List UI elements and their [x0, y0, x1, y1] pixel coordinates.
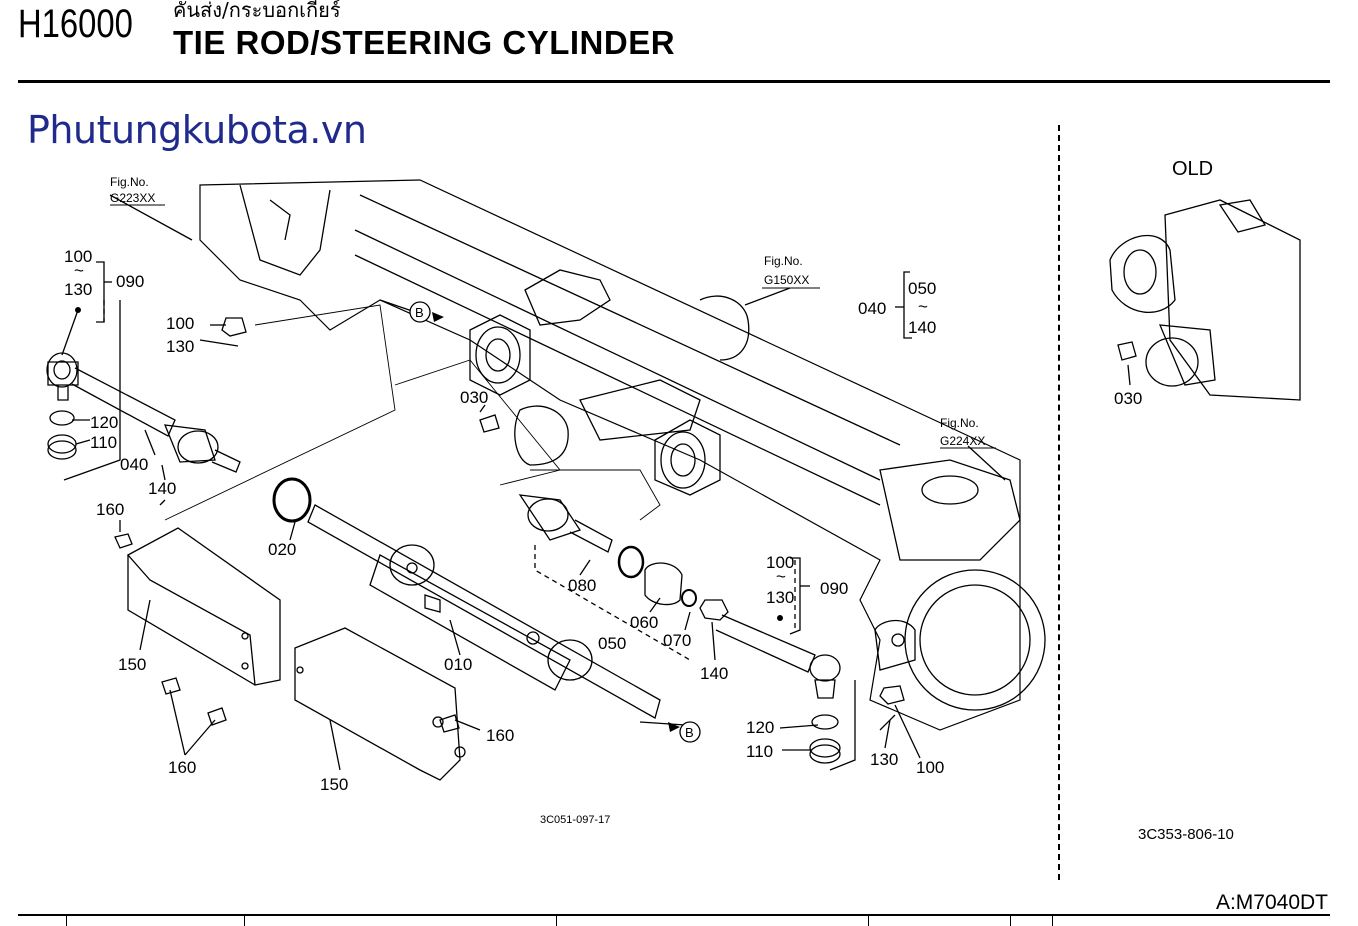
callout-120: 120: [746, 718, 774, 737]
footer-tick: [868, 916, 869, 926]
figref-prefix-g150: Fig.No.: [764, 254, 803, 268]
figref-code-g150: G150XX: [764, 273, 809, 287]
callout-100: 100: [916, 758, 944, 777]
callout-130: 130: [64, 280, 92, 299]
cylinder-cover-right: [294, 627, 466, 781]
footer-tick: [66, 916, 67, 926]
callout-160: 160: [486, 726, 514, 745]
callout-100: 100: [766, 553, 794, 572]
ref-b-label: B: [415, 305, 424, 320]
footer-tick: [244, 916, 245, 926]
callout-140: 140: [700, 664, 728, 683]
footer-tick: [556, 916, 557, 926]
ref-b-label: B: [685, 725, 694, 740]
footer-code: A:M7040DT: [1215, 891, 1328, 914]
callout-150: 150: [320, 775, 348, 794]
callout-030: 030: [460, 388, 488, 407]
callout-060: 060: [630, 613, 658, 632]
footer-rule: [18, 914, 1330, 916]
old-panel-label: OLD: [1172, 158, 1214, 180]
callout-130: 130: [870, 750, 898, 769]
callout-050: 050: [598, 634, 626, 653]
callout-130: 130: [766, 588, 794, 607]
footer-tick: [1052, 916, 1053, 926]
watermark-text: Phutungkubota.vn: [27, 108, 367, 152]
figref-code-g224: G224XX: [940, 434, 985, 448]
figref-prefix-g223: Fig.No.: [110, 175, 149, 189]
old-axle-detail: [1109, 199, 1301, 401]
callout-050: 050: [908, 279, 936, 298]
callout-100: 100: [64, 247, 92, 266]
callout-100: 100: [166, 314, 194, 333]
callout-030-old: 030: [1114, 389, 1142, 408]
callout-120: 120: [90, 413, 118, 432]
callout-110: 110: [90, 433, 117, 452]
callout-090: 090: [820, 579, 848, 598]
cylinder-cover-left: [126, 527, 281, 686]
diagram-code-old: 3C353-806-10: [1138, 826, 1234, 843]
callout-090: 090: [116, 272, 144, 291]
callout-010: 010: [444, 655, 472, 674]
callout-130: 130: [166, 337, 194, 356]
section-code: H16000: [18, 2, 133, 46]
steering-cylinder: [307, 504, 661, 719]
header-divider: [18, 80, 1330, 83]
figref-code-g223: G223XX: [110, 191, 155, 205]
callout-080: 080: [568, 576, 596, 595]
axle-housing: [199, 179, 1046, 731]
callout-150: 150: [118, 655, 146, 674]
callout-tilde: ~: [776, 567, 786, 586]
section-title-thai: คันส่ง/กระบอกเกียร์: [173, 0, 341, 22]
figref-prefix-g224: Fig.No.: [940, 416, 979, 430]
callout-140: 140: [148, 479, 176, 498]
callout-160: 160: [96, 500, 124, 519]
callout-140: 140: [908, 318, 936, 337]
callout-040: 040: [120, 455, 148, 474]
callout-tilde: ~: [74, 261, 84, 280]
callout-020: 020: [268, 540, 296, 559]
section-title: TIE ROD/STEERING CYLINDER: [173, 24, 676, 61]
callout-040: 040: [858, 299, 886, 318]
callout-110: 110: [746, 742, 773, 761]
callout-tilde: ~: [918, 297, 928, 316]
diagram-code-main: 3C051-097-17: [540, 814, 611, 826]
panel-separator: [1058, 125, 1060, 880]
footer-tick: [1010, 916, 1011, 926]
callout-070: 070: [663, 631, 691, 650]
callout-160: 160: [168, 758, 196, 777]
tie-rod-right: [518, 494, 841, 699]
